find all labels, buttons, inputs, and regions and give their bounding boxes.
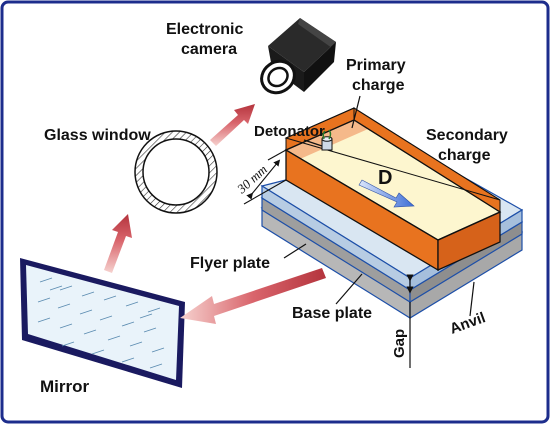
explosive-charge-box <box>284 107 502 272</box>
dimension-30mm <box>243 149 287 205</box>
light-path-arrow-window-to-camera <box>210 104 255 146</box>
label-mirror: Mirror <box>40 377 90 396</box>
label-flyer-plate: Flyer plate <box>190 255 270 272</box>
leader-detonator <box>303 139 323 147</box>
label-gap: Gap <box>391 329 408 358</box>
glass-window-icon <box>134 130 218 214</box>
leader-primary-charge <box>351 95 361 129</box>
label-secondary-charge-line1: Secondary <box>426 127 508 144</box>
label-primary-charge-line1: Primary <box>346 57 406 74</box>
label-primary-charge-line2: charge <box>352 77 405 94</box>
label-glass-window: Glass window <box>44 127 151 144</box>
electronic-camera-icon <box>260 18 336 95</box>
label-secondary-charge-line2: charge <box>438 147 491 164</box>
label-base-plate: Base plate <box>292 305 372 322</box>
label-electronic-camera-line2: camera <box>181 41 237 58</box>
light-path-arrow-plate-to-mirror <box>180 268 326 324</box>
label-detonator: Detonator <box>254 123 325 140</box>
detonator-icon <box>321 129 333 151</box>
leader-base-plate <box>335 273 363 305</box>
leader-anvil <box>469 281 475 317</box>
label-electronic-camera-line1: Electronic <box>166 21 243 38</box>
mirror-icon <box>20 258 185 388</box>
detonation-direction-arrow <box>358 179 415 208</box>
label-detonation-velocity: D <box>378 167 392 189</box>
light-path-arrow-mirror-to-window <box>104 214 132 273</box>
leader-flyer-plate <box>283 243 307 259</box>
